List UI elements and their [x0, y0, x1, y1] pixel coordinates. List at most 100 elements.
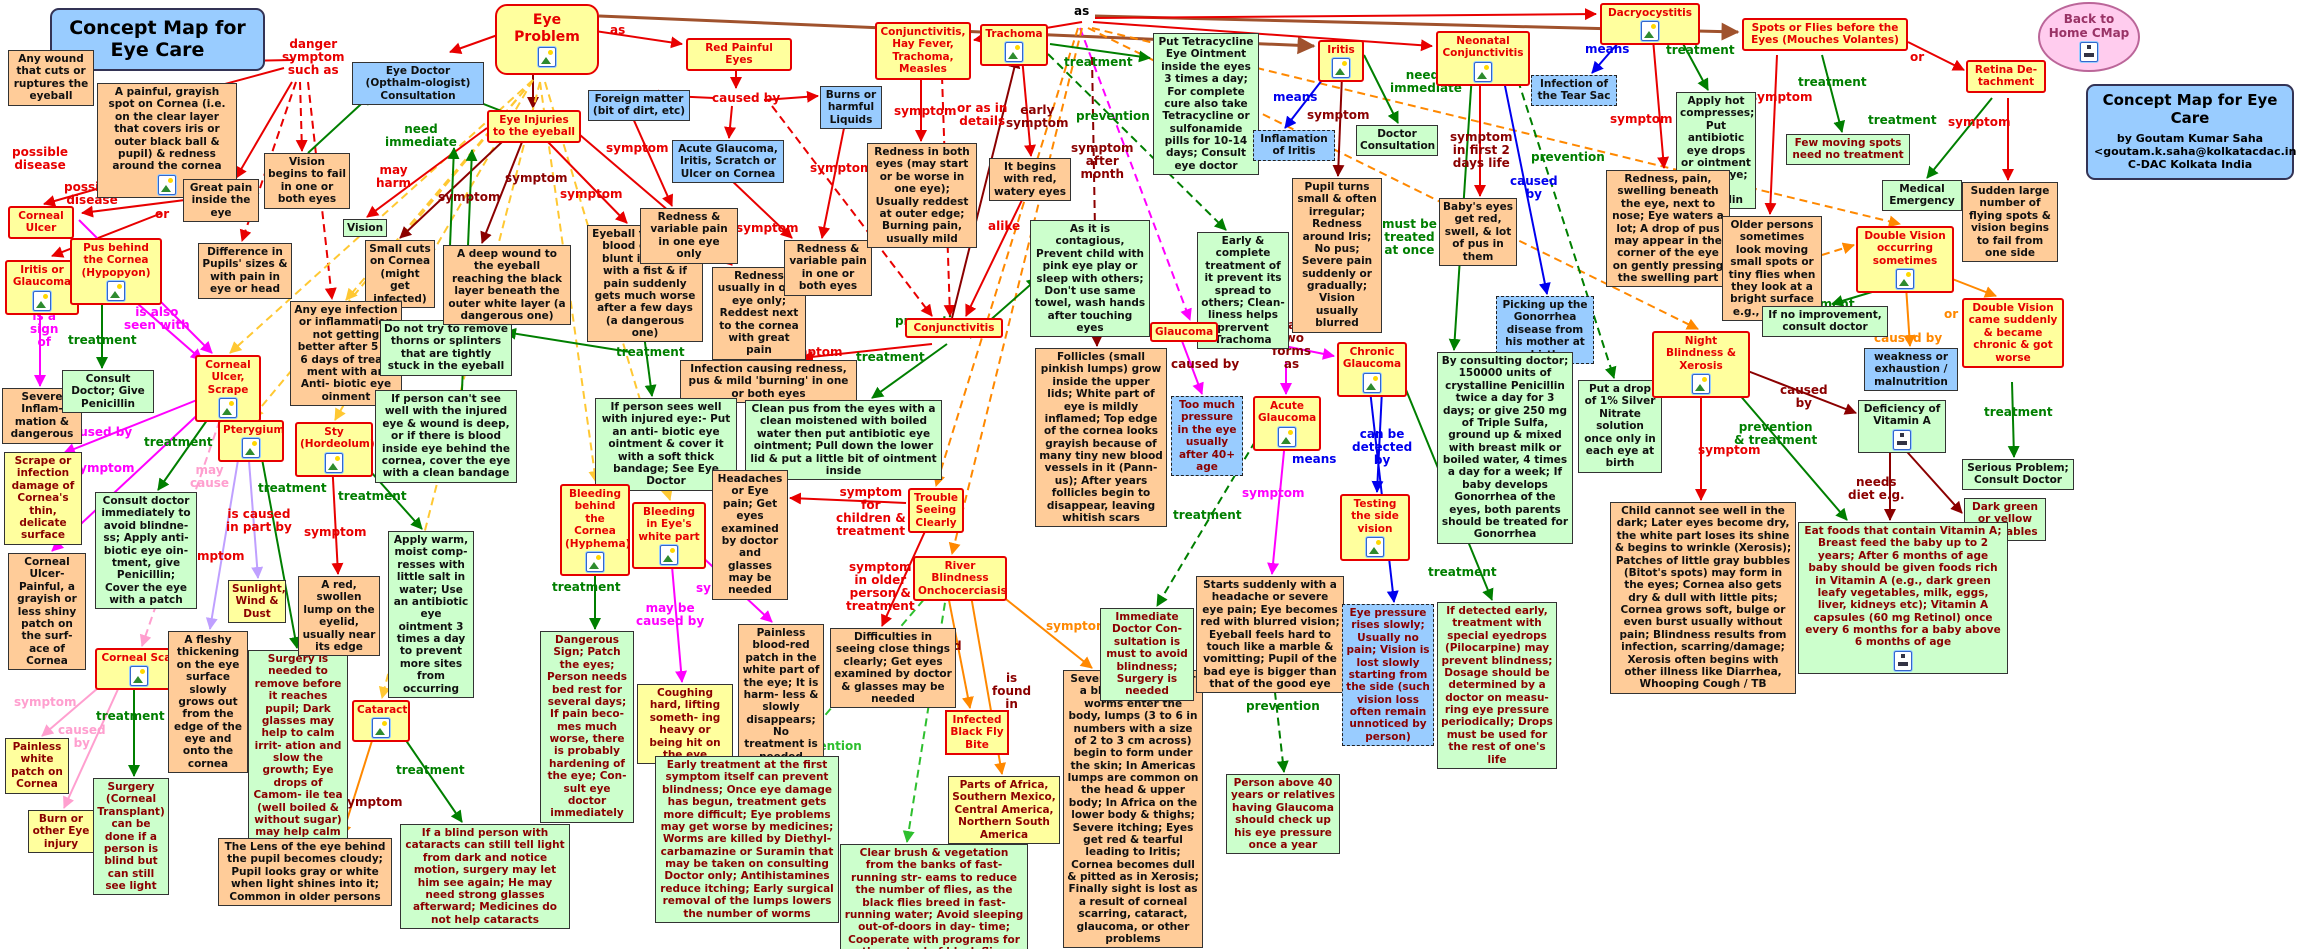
node-infected-black-fly-bite[interactable]: Infected Black Fly Bite: [945, 710, 1009, 756]
edge-label-is-also-seen-with-9[interactable]: is also seen with: [124, 305, 190, 332]
edge-label-treatment-23[interactable]: treatment: [396, 763, 465, 777]
resource-image-icon[interactable]: [1366, 537, 1384, 558]
edge-label-means-69[interactable]: means: [1585, 42, 1630, 56]
edge-label-symptom-18[interactable]: symptom: [182, 549, 245, 563]
node-corneal-ulcer-painful[interactable]: Corneal Ulcer- Painful, a grayish or les…: [8, 553, 86, 671]
edge-label-caused-by-54[interactable]: caused by: [1171, 357, 1240, 371]
node-burn-or-other[interactable]: Burn or other Eye injury: [28, 810, 94, 854]
edge-label-treatment-75[interactable]: treatment: [1868, 113, 1937, 127]
node-child-cannot-see[interactable]: Child cannot see well in the dark; Later…: [1610, 502, 1796, 694]
resource-image-icon[interactable]: [538, 47, 556, 68]
node-eat-foods-vitamin-a[interactable]: Eat foods that contain Vitamin A; Breast…: [1798, 522, 2008, 674]
node-consult-doctor-penicillin[interactable]: Consult Doctor; Give Penicillin: [62, 370, 154, 414]
node-scrape-or-infection[interactable]: Scrape or infection damage of Cornea's t…: [4, 452, 82, 545]
node-any-wound[interactable]: Any wound that cuts or ruptures the eyeb…: [8, 50, 94, 106]
node-vision-box[interactable]: Vision: [343, 219, 387, 238]
edge-label-needs-diet-e.g.-84[interactable]: needs diet e.g.: [1848, 475, 1905, 502]
node-headaches-eye-pain[interactable]: Headaches or Eye pain; Get eyes examined…: [712, 470, 788, 600]
node-starts-suddenly[interactable]: Starts suddenly with a headache or sever…: [1196, 576, 1344, 694]
resource-image-icon[interactable]: [1332, 58, 1350, 79]
node-corneal-ulcer-scrape[interactable]: Corneal Ulcer, Scrape: [195, 355, 261, 423]
node-corneal-ulcer[interactable]: Corneal Ulcer: [8, 206, 74, 239]
edge-label-treatment-80[interactable]: treatment: [1984, 405, 2053, 419]
edge-label-symptom-34[interactable]: symptom: [894, 104, 957, 118]
node-pus-behind-cornea[interactable]: Pus behind the Cornea (Hypopyon): [70, 238, 162, 306]
node-put-tetracycline[interactable]: Put Tetracycline Eye Ointment inside the…: [1153, 33, 1259, 176]
edge-label-symptom-22[interactable]: symptom: [340, 795, 403, 809]
node-picking-up-gonorrhea[interactable]: Picking up the Gonorrhea disease from hi…: [1496, 296, 1594, 364]
node-if-no-improvement[interactable]: If no improvement, consult doctor: [1762, 306, 1888, 337]
edge-label-alike-40[interactable]: alike: [988, 219, 1021, 233]
node-inflamation-of-iritis[interactable]: Inflamation of Iritis: [1253, 130, 1335, 161]
edge-label-or-74[interactable]: or: [1910, 50, 1925, 64]
edge-label-can-be-detected-by-57[interactable]: can be detected by: [1352, 427, 1413, 467]
edge-label-means-62[interactable]: means: [1273, 90, 1318, 104]
node-deficiency-vitamin-a[interactable]: Deficiency of Vitamin A: [1858, 400, 1946, 453]
node-if-detected-early[interactable]: If detected early, treatment with specia…: [1437, 602, 1557, 769]
edge-label-treatment-46[interactable]: treatment: [552, 580, 621, 594]
resource-image-icon[interactable]: [33, 290, 51, 311]
resource-image-icon[interactable]: [1363, 372, 1381, 393]
node-clean-pus[interactable]: Clean pus from the eyes with a clean moi…: [745, 400, 942, 481]
node-it-begins-red-watery[interactable]: It begins with red, watery eyes: [989, 158, 1071, 202]
node-river-blindness[interactable]: River Blindness Onchocerciasis: [913, 556, 1007, 602]
edge-label-is-caused-in-part-by-17[interactable]: is caused in part by: [226, 507, 292, 534]
node-several-months-after[interactable]: Several months after a black fly bites &…: [1063, 670, 1203, 949]
resource-image-icon[interactable]: [1692, 374, 1710, 395]
edge-label-caused-by-66[interactable]: caused by: [1510, 174, 1558, 201]
edge-label-symptom-after-month-39[interactable]: symptom after month: [1071, 141, 1134, 181]
edge-label-symptom-11[interactable]: symptom: [72, 461, 135, 475]
node-redness-both-eyes[interactable]: Redness in both eyes (may start or be wo…: [867, 143, 977, 248]
node-trachoma[interactable]: Trachoma: [980, 24, 1048, 67]
node-painless-blood-red-patch[interactable]: Painless blood-red patch in the white pa…: [738, 624, 824, 767]
node-red-swollen-lump[interactable]: A red, swollen lump on the eyelid, usual…: [298, 576, 380, 657]
edge-label-may-cause-13[interactable]: may cause: [190, 463, 230, 490]
node-burns-harmful-liquids[interactable]: Burns or harmful Liquids: [820, 86, 882, 130]
node-if-person-cant-see[interactable]: If person can't see well with the injure…: [375, 390, 517, 483]
node-eye-problem[interactable]: Eye Problem: [495, 4, 599, 76]
node-immediate-doctor-consultation[interactable]: Immediate Doctor Con- sultation is must …: [1100, 608, 1194, 701]
edge-label-symptom-for-children-&-t-47[interactable]: symptom for children & treatment: [836, 485, 906, 538]
edge-label-symptom-27[interactable]: symptom: [438, 190, 501, 204]
node-doctor-consultation[interactable]: Doctor Consultation: [1356, 125, 1438, 156]
edge-label-possible-disease-4[interactable]: possible disease: [12, 145, 69, 172]
edge-label-prevention-67[interactable]: prevention: [1531, 150, 1605, 164]
node-babys-eyes[interactable]: Baby's eyes get red, swell, & lot of pus…: [1439, 198, 1517, 266]
edge-label-prevention-38[interactable]: prevention: [1076, 109, 1150, 123]
node-great-pain[interactable]: Great pain inside the eye: [183, 179, 259, 223]
edge-label-early-symptom-36[interactable]: early symptom: [1006, 103, 1069, 130]
node-severe-inflammation[interactable]: Severe Inflam-mation & dangerous: [2, 388, 82, 444]
node-night-blindness-xerosis[interactable]: Night Blindness & Xerosis: [1652, 331, 1750, 399]
resource-image-icon[interactable]: [1005, 42, 1023, 63]
node-surgery-is-needed[interactable]: Surgery is needed to remove before it re…: [248, 650, 348, 867]
resource-image-icon[interactable]: [107, 281, 125, 302]
edge-label-treatment-16[interactable]: treatment: [96, 709, 165, 723]
node-difficulties-seeing-close[interactable]: Difficulties in seeing close things clea…: [830, 628, 956, 709]
node-clear-brush[interactable]: Clear brush & vegetation from the banks …: [840, 844, 1028, 949]
edge-label-treatment-30[interactable]: treatment: [616, 345, 685, 359]
resource-image-icon[interactable]: [1278, 426, 1296, 447]
node-deep-wound[interactable]: A deep wound to the eyeball reaching the…: [443, 245, 571, 326]
node-fleshy-thickening[interactable]: A fleshy thickening on the eye surface s…: [168, 631, 248, 774]
node-testing-side-vision[interactable]: Testing the side vision: [1340, 494, 1410, 562]
node-conjunctivitis-hay-fever[interactable]: Conjunctivitis, Hay Fever, Trachoma, Mea…: [875, 22, 971, 80]
edge-label-as-1[interactable]: as: [610, 23, 626, 37]
edge-label-symptom-28[interactable]: symptom: [560, 187, 623, 201]
node-coughing-hard[interactable]: Coughing hard, lifting someth- ing heavy…: [637, 684, 733, 765]
node-double-vision-sudden[interactable]: Double Vision came suddenly & became chr…: [1962, 298, 2064, 368]
node-put-a-drop[interactable]: Put a drop of 1% Silver Nitrate solution…: [1578, 380, 1662, 473]
edge-label-symptom-21[interactable]: symptom: [304, 525, 367, 539]
edge-label-means-56[interactable]: means: [1292, 452, 1337, 466]
node-parts-of-africa[interactable]: Parts of Africa, Southern Mexico, Centra…: [948, 776, 1060, 844]
edge-label-or-as-in-details-35[interactable]: or as in details: [957, 101, 1008, 128]
node-lens-of-eye[interactable]: The Lens of the eye behind the pupil bec…: [218, 838, 392, 906]
node-foreign-matter[interactable]: Foreign matter (bit of dirt, etc): [588, 90, 690, 121]
resource-image-icon[interactable]: [242, 438, 260, 459]
node-consult-doctor-immediately[interactable]: Consult doctor immediately to avoid blin…: [95, 492, 197, 610]
edge-label-symptom-26[interactable]: symptom: [505, 171, 568, 185]
node-small-cuts[interactable]: Small cuts on Cornea (might get infected…: [365, 240, 435, 308]
node-by-consulting-doctor[interactable]: By consulting doctor; 150000 units of cr…: [1437, 352, 1573, 544]
node-cataract[interactable]: Cataract: [352, 700, 410, 743]
edge-label-treatment-43[interactable]: treatment: [856, 350, 925, 364]
edge-label-may-harm-25[interactable]: may harm: [376, 163, 412, 190]
